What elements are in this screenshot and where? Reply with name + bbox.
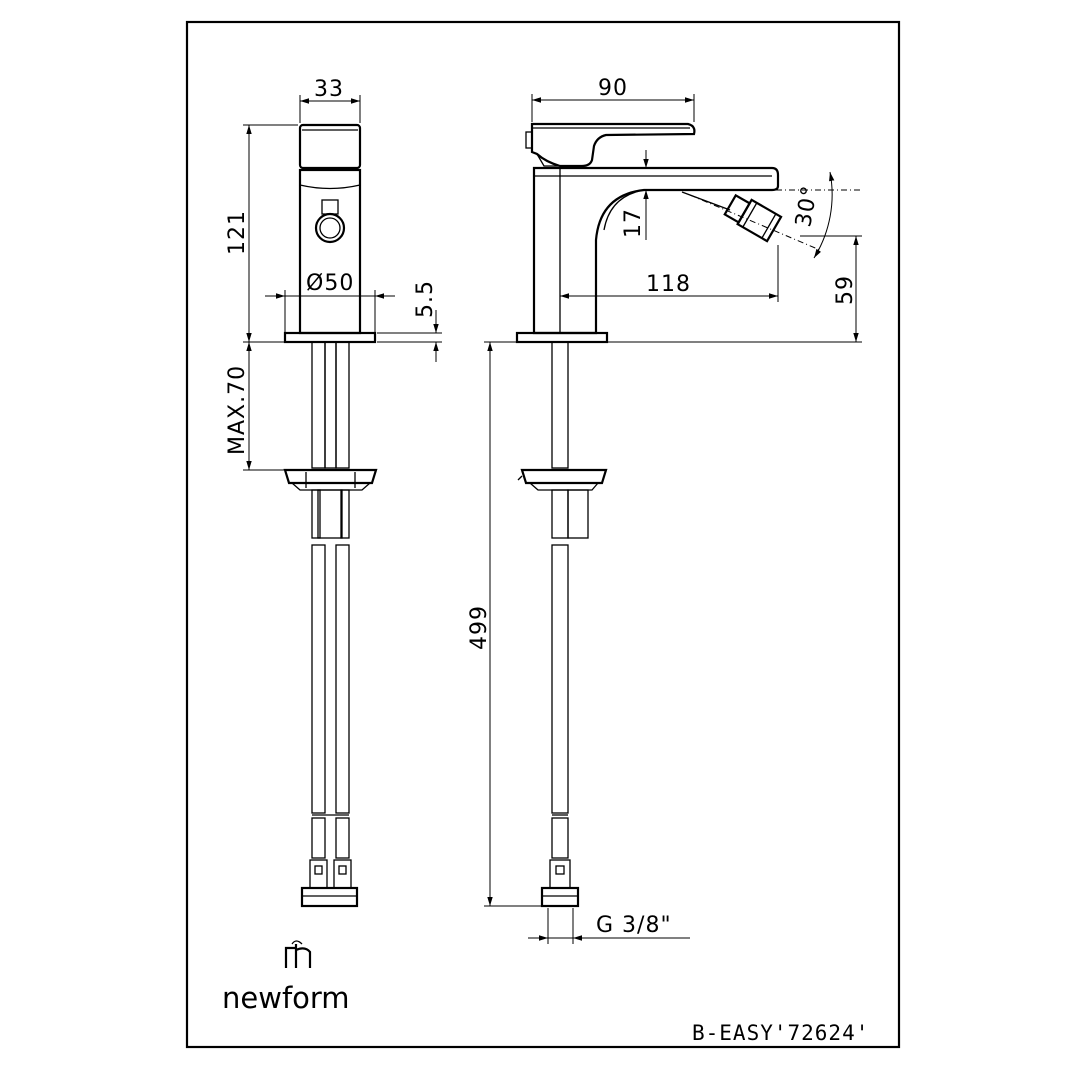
front-body (298, 168, 362, 335)
dim-hose-length: 499 (467, 605, 492, 650)
side-view: 90 17 30° 118 59 499 G 3/8" (467, 76, 862, 944)
dim-spout-reach: 118 (646, 272, 691, 297)
brand-name: newform (222, 981, 350, 1015)
side-body-spout (532, 166, 780, 335)
newform-logo-icon (284, 940, 312, 968)
sheet-frame (185, 20, 901, 1049)
dim-handle-length: 90 (598, 76, 628, 101)
front-fixing-washer (283, 468, 378, 485)
dim-outlet-height: 59 (833, 275, 858, 305)
side-fixing-washer (520, 468, 608, 485)
dim-spray-angle: 30° (791, 183, 823, 229)
dim-width-top: 33 (314, 77, 344, 102)
dim-spout-height: 17 (621, 208, 646, 238)
front-handle (298, 123, 362, 170)
dim-connection: G 3/8" (596, 913, 672, 938)
side-spray-nozzle (723, 193, 783, 243)
dim-height-total: 121 (225, 210, 250, 255)
front-connector-nut (300, 886, 359, 908)
dim-max-thickness: MAX.70 (225, 365, 250, 455)
side-lever-handle (530, 122, 696, 168)
front-view: 33 121 Ø50 5.5 MAX.70 (225, 77, 442, 908)
dim-base-thickness: 5.5 (413, 280, 438, 318)
front-base-plate (283, 331, 377, 344)
product-code: B-EASY'72624' (692, 1021, 869, 1045)
side-base-plate (515, 331, 609, 344)
side-connector-nut (540, 886, 580, 908)
dim-base-diameter: Ø50 (306, 271, 354, 296)
